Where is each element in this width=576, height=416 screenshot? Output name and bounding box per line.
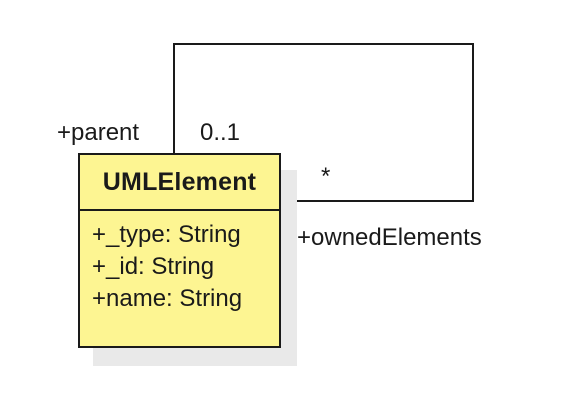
attribute-type: +_type: String: [92, 221, 241, 248]
attribute-name: +name: String: [92, 285, 243, 312]
parent-role-label: +parent: [57, 119, 140, 146]
owned-multiplicity-label: *: [321, 163, 331, 190]
uml-class-box[interactable]: UMLElement +_type: String +_id: String +…: [78, 153, 281, 348]
attribute-id: +_id: String: [92, 253, 215, 280]
class-name: UMLElement: [80, 155, 279, 211]
parent-multiplicity-label: 0..1: [200, 119, 241, 146]
owned-role-label: +ownedElements: [297, 224, 482, 251]
attribute-compartment: +_type: String +_id: String +name: Strin…: [80, 211, 279, 315]
